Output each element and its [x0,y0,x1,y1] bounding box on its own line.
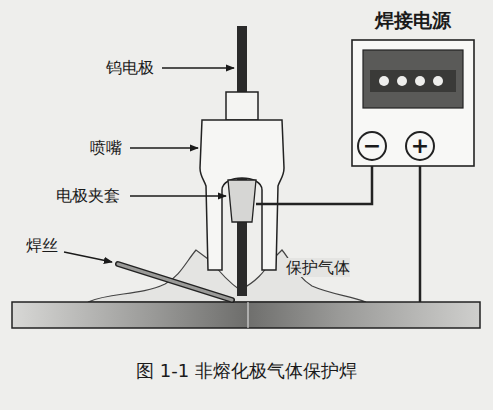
wire [419,166,422,302]
figure-caption: 图 1-1 非熔化极气体保护焊 [136,360,357,382]
display-window [370,70,456,92]
leader-line [130,147,198,148]
nozzle [200,120,284,270]
leader-line [64,252,112,262]
part-label: 电极夹套 [56,186,120,205]
filler-wire-core [118,264,232,300]
leader-line [162,67,234,68]
display-screen [363,50,463,108]
device-title: 焊接电源 [375,9,451,32]
negative-terminal [358,132,386,160]
electrode-cap [226,92,258,120]
terminal-sign: − [363,133,381,159]
part-label: 保护气体 [286,258,350,277]
workpiece [12,302,480,328]
part-label: 钨电极 [106,58,154,77]
electrode-collet [228,180,256,222]
shielding-gas [88,250,366,302]
weld-seam [248,302,249,328]
filler-wire [118,264,232,300]
terminal-sign: + [411,133,429,159]
power-supply-box [352,40,474,166]
wire [256,166,372,204]
positive-terminal [406,132,434,160]
part-label: 焊丝 [26,236,58,255]
display-dots [379,76,443,86]
leader-line [130,195,226,196]
part-label: 喷嘴 [90,138,122,157]
power-supply: 焊接电源 [352,6,474,36]
